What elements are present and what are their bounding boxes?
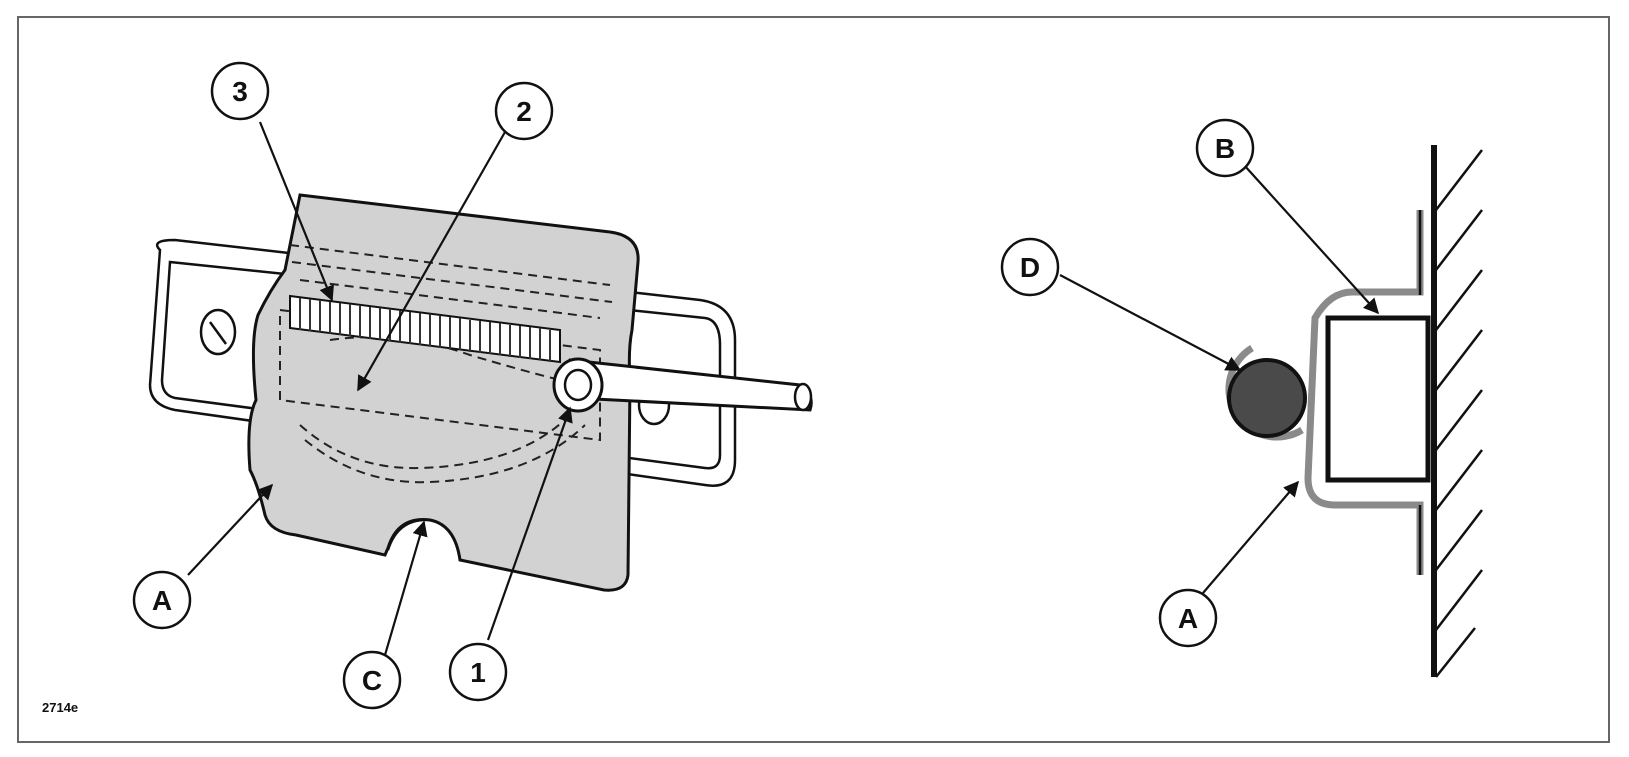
- callout-3: 3: [210, 61, 270, 121]
- mounting-hole-left: [199, 308, 237, 356]
- callout-c-label: C: [362, 665, 382, 696]
- cable-section: [1227, 358, 1307, 438]
- callout-c: C: [342, 650, 402, 710]
- callout-a-left-label: A: [152, 585, 172, 616]
- callout-a-left: A: [132, 570, 192, 630]
- clip-profile: [1304, 210, 1424, 575]
- callout-2: 2: [494, 81, 554, 141]
- callout-b-label: B: [1215, 133, 1235, 164]
- callout-1: 1: [448, 642, 508, 702]
- leader-lines: [187, 121, 1380, 656]
- callout-a-right: A: [1158, 588, 1218, 648]
- cross-section: [1225, 145, 1483, 678]
- callout-2-label: 2: [516, 96, 532, 127]
- callout-1-label: 1: [470, 657, 486, 688]
- figure-frame: [17, 16, 1610, 743]
- callout-a-right-label: A: [1178, 603, 1198, 634]
- connector-block: [1325, 315, 1431, 483]
- callout-3-label: 3: [232, 76, 248, 107]
- callout-d: D: [1000, 237, 1060, 297]
- callout-d-label: D: [1020, 252, 1040, 283]
- figure-reference: 2714e: [42, 700, 78, 715]
- callout-b: B: [1195, 118, 1255, 178]
- contact-block: [289, 294, 561, 364]
- cable-grommet: [552, 357, 604, 413]
- connector-assembly: [148, 193, 813, 592]
